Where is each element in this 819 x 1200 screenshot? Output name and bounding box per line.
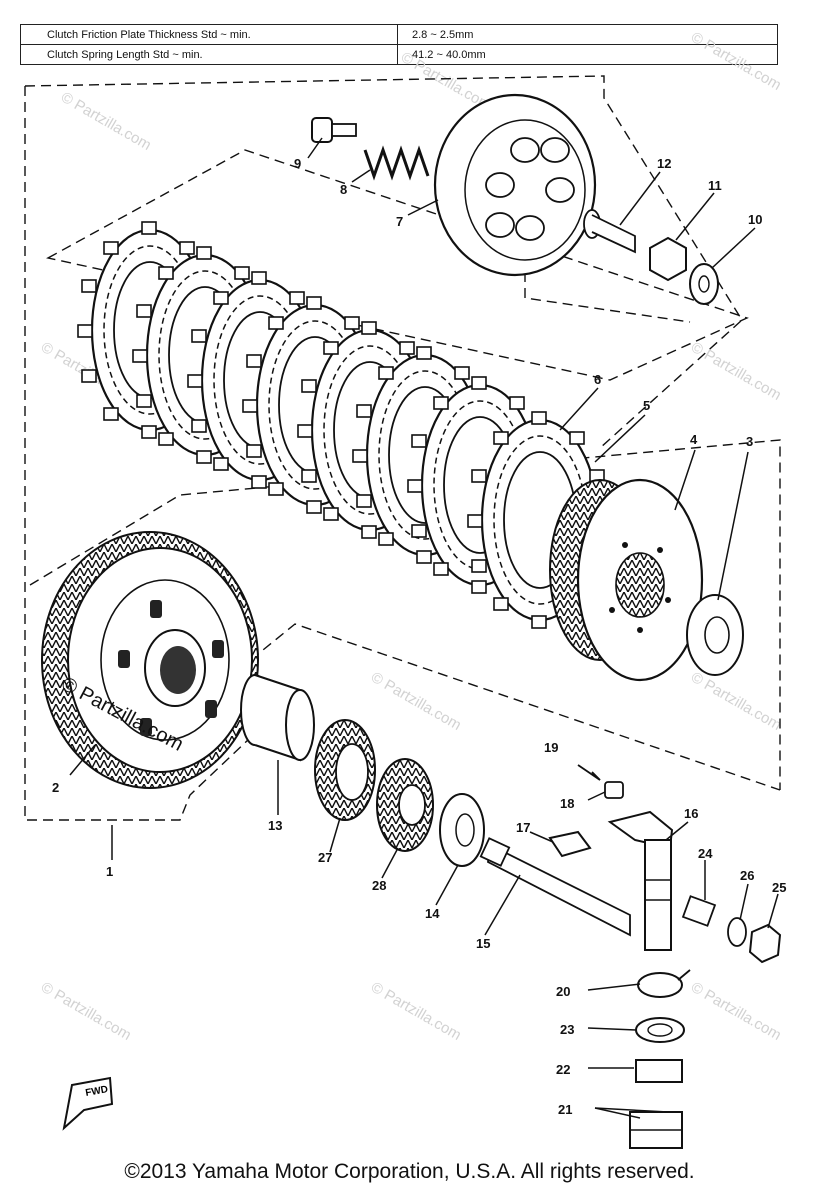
group-outlines: [24, 75, 781, 821]
callout-6: 6: [594, 372, 601, 387]
callout-numbers: 1 2 3 4 5 6 7 8 9 10 11 12 13 14 15 16 1…: [52, 156, 786, 1117]
watermark-text: © Partzilla.com: [38, 979, 134, 1044]
spec-label: Clutch Spring Length Std ~ min.: [20, 44, 398, 65]
callout-11: 11: [708, 178, 722, 193]
callout-25: 25: [772, 880, 786, 895]
exploded-parts-diagram: © Partzilla.com © Partzilla.com © Partzi…: [24, 29, 786, 1149]
watermark-text: © Partzilla.com: [688, 979, 784, 1044]
thrust-washer: [686, 594, 744, 676]
callout-10: 10: [748, 212, 762, 227]
callout-14: 14: [425, 906, 440, 921]
watermark-text: © Partzilla.com: [368, 979, 464, 1044]
acorn-nut: [748, 923, 782, 964]
spacer-sleeve: [240, 674, 315, 762]
callout-21: 21: [558, 1102, 572, 1117]
callout-17: 17: [516, 820, 530, 835]
needle-bearing: [635, 1059, 683, 1083]
callout-16: 16: [684, 806, 698, 821]
callout-28: 28: [372, 878, 386, 893]
fwd-arrow-icon: FWD: [62, 1076, 114, 1131]
watermark-text: © Partzilla.com: [58, 89, 154, 154]
lever-holder: [548, 830, 592, 858]
drive-gear: [376, 758, 434, 852]
watermark-text: © Partzilla.com: [368, 669, 464, 734]
callout-20: 20: [556, 984, 570, 999]
clutch-housing: © Partzilla.com: [41, 531, 259, 789]
push-rod-long: [479, 837, 631, 937]
watermark-text: © Partzilla.com: [688, 669, 784, 734]
push-lever: [607, 810, 674, 951]
callout-5: 5: [643, 398, 650, 413]
pressure-plate: [433, 93, 597, 277]
cotter-pin: [577, 764, 601, 781]
spec-row: Clutch Spring Length Std ~ min. 41.2 ~ 4…: [20, 44, 778, 65]
copyright-notice: ©2013 Yamaha Motor Corporation, U.S.A. A…: [124, 1160, 695, 1183]
lock-nut: [649, 236, 687, 282]
spec-value: 41.2 ~ 40.0mm: [397, 44, 778, 65]
callout-1: 1: [106, 864, 113, 879]
callout-3: 3: [746, 434, 753, 449]
callout-26: 26: [740, 868, 754, 883]
primary-gear: [314, 719, 376, 821]
clutch-boss: [549, 478, 704, 682]
clutch-spring: [363, 145, 430, 181]
fwd-label: FWD: [85, 1084, 109, 1099]
callout-22: 22: [556, 1062, 570, 1077]
callout-27: 27: [318, 850, 332, 865]
callout-23: 23: [560, 1022, 574, 1037]
small-washer: [727, 917, 747, 947]
callout-19: 19: [544, 740, 558, 755]
callout-18: 18: [560, 796, 574, 811]
clutch-screw: [311, 117, 357, 143]
callout-24: 24: [698, 846, 713, 861]
leader-lines: [69, 137, 779, 1119]
oil-seal: [635, 1017, 685, 1043]
callout-13: 13: [268, 818, 282, 833]
return-spring: [637, 969, 691, 998]
watermark-text: © Partzilla.com: [688, 29, 784, 94]
callout-15: 15: [476, 936, 490, 951]
watermark-text: © Partzilla.com: [688, 339, 784, 404]
callout-12: 12: [657, 156, 671, 171]
callout-4: 4: [690, 432, 698, 447]
callout-7: 7: [396, 214, 403, 229]
callout-2: 2: [52, 780, 59, 795]
adjust-bolt: [604, 781, 624, 799]
lock-washer: [689, 263, 719, 305]
bushing: [681, 895, 717, 927]
spec-table: Clutch Friction Plate Thickness Std ~ mi…: [20, 24, 778, 65]
callout-9: 9: [294, 156, 301, 171]
gear-washer: [439, 793, 485, 867]
callout-8: 8: [340, 182, 347, 197]
push-rod: [583, 209, 636, 254]
